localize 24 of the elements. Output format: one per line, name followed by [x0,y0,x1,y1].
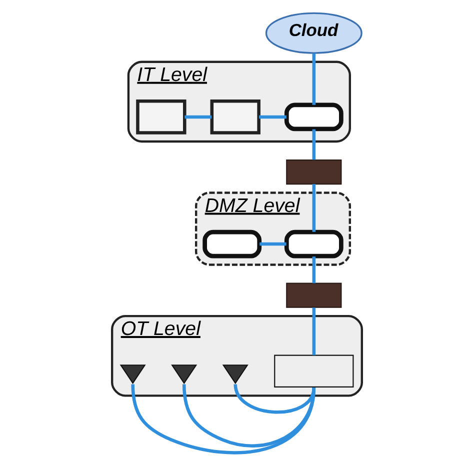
node-controller [274,354,354,388]
node-wall [286,282,342,308]
node-ellipse: Cloud [265,12,362,54]
cluster: OT Level [111,314,363,397]
node-pump [171,364,198,384]
connector [259,115,286,119]
connector [312,129,316,160]
connector [260,242,286,246]
node-laptop [210,100,260,134]
connector [312,256,316,284]
node-pump [222,364,248,384]
node-pump [120,364,146,384]
node-server [284,102,344,132]
cluster: IT Level [127,60,351,143]
connector [184,115,212,119]
node-server [202,230,262,258]
cluster: DMZ Level [195,192,351,266]
connector [312,184,316,232]
node-wall [286,160,342,185]
connector [131,384,316,454]
connector [312,308,316,356]
connector [312,54,316,105]
node-server [284,230,344,258]
node-laptop [136,100,186,134]
